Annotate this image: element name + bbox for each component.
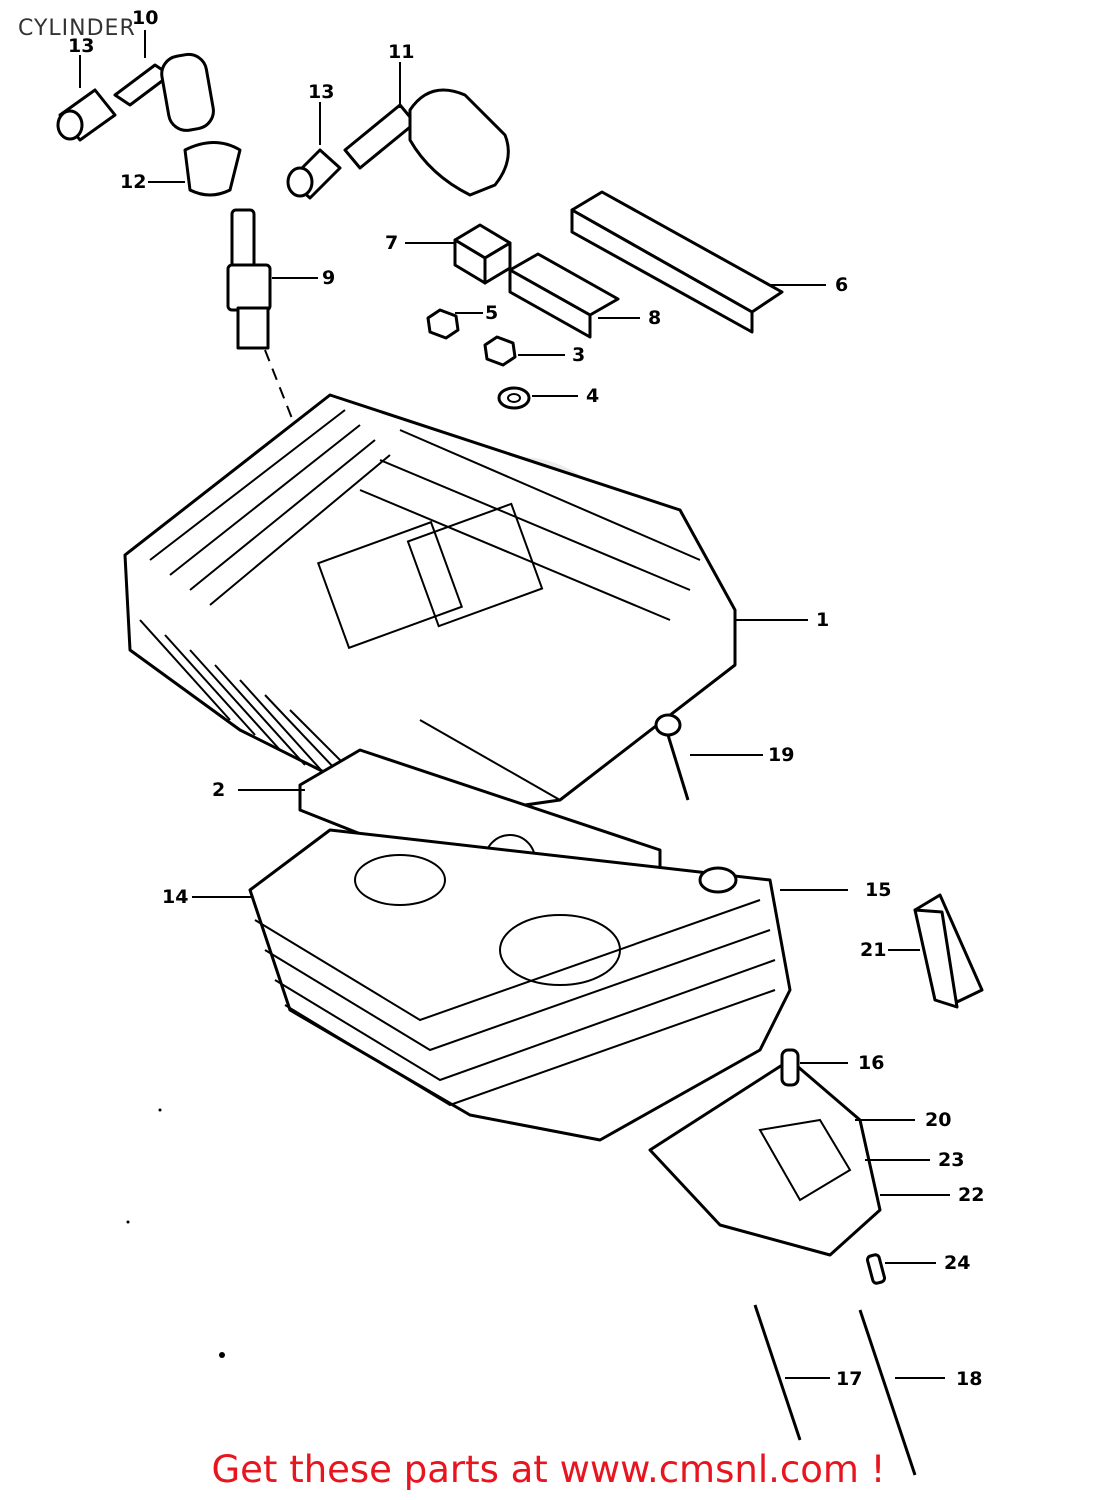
callout-15: 15 bbox=[865, 879, 891, 901]
callout-13: 13 bbox=[308, 81, 334, 103]
footer-link-text[interactable]: Get these parts at www.cmsnl.com ! bbox=[211, 1448, 886, 1491]
callout-labels: 10 13 11 13 12 7 9 6 5 8 3 4 1 19 2 14 1… bbox=[68, 7, 984, 1390]
base-gasket-set bbox=[648, 1048, 882, 1257]
bolt-24 bbox=[865, 1253, 887, 1285]
callout-20: 20 bbox=[925, 1109, 951, 1131]
callout-14: 14 bbox=[162, 886, 188, 908]
nut-3 bbox=[483, 335, 517, 367]
washer-4 bbox=[497, 386, 531, 410]
callout-19: 19 bbox=[768, 744, 794, 766]
callout-22: 22 bbox=[958, 1184, 984, 1206]
stud-17 bbox=[753, 1304, 802, 1441]
callout-8: 8 bbox=[648, 307, 661, 329]
callout-17: 17 bbox=[836, 1368, 862, 1390]
callout-5: 5 bbox=[485, 302, 498, 324]
plug-cap-left bbox=[56, 52, 242, 197]
plug-cap-right bbox=[286, 88, 510, 200]
callout-13: 13 bbox=[68, 35, 94, 57]
damper-8 bbox=[508, 252, 620, 339]
damper-6 bbox=[570, 190, 784, 334]
nut-5 bbox=[426, 308, 460, 340]
damper-7 bbox=[453, 223, 512, 285]
callout-9: 9 bbox=[322, 267, 335, 289]
callout-3: 3 bbox=[572, 344, 585, 366]
cylinder-head bbox=[123, 393, 737, 822]
callout-4: 4 bbox=[586, 385, 599, 407]
bolt-19 bbox=[654, 713, 690, 801]
callout-6: 6 bbox=[835, 274, 848, 296]
callout-16: 16 bbox=[858, 1052, 884, 1074]
leader-lines bbox=[79, 30, 950, 1379]
damper-21 bbox=[913, 893, 984, 1009]
callout-23: 23 bbox=[938, 1149, 964, 1171]
callout-24: 24 bbox=[944, 1252, 970, 1274]
callout-18: 18 bbox=[956, 1368, 982, 1390]
spark-plug bbox=[226, 208, 341, 541]
stud-18 bbox=[858, 1309, 917, 1476]
callout-10: 10 bbox=[132, 7, 158, 29]
callout-7: 7 bbox=[385, 232, 398, 254]
cylinder-block bbox=[248, 828, 792, 1142]
callout-2: 2 bbox=[212, 779, 225, 801]
callout-21: 21 bbox=[860, 939, 886, 961]
callout-11: 11 bbox=[388, 41, 414, 63]
diagram-title: CYLINDER bbox=[18, 16, 136, 41]
callout-12: 12 bbox=[120, 171, 146, 193]
callout-1: 1 bbox=[816, 609, 829, 631]
